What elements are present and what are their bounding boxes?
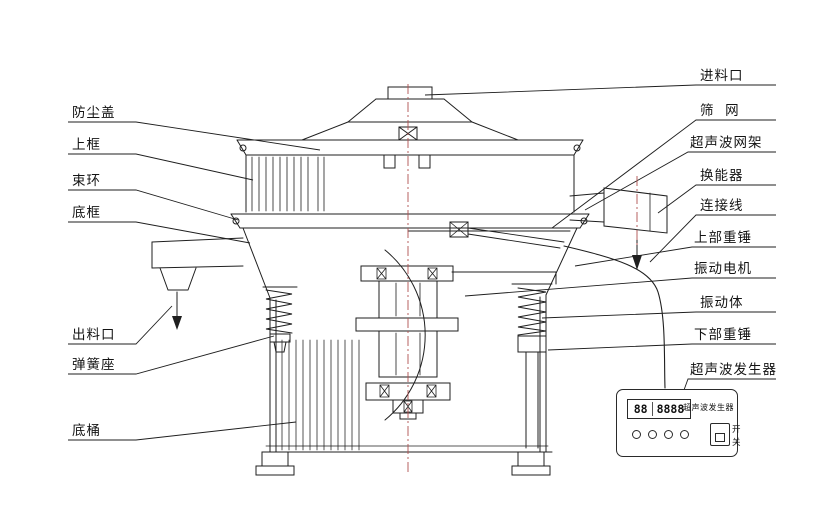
leader-discharge-outlet	[68, 305, 173, 345]
lower-weight-block	[517, 335, 547, 353]
label-upper-frame: 上框	[72, 137, 101, 153]
right-spring	[451, 271, 557, 449]
indicator-knob-4	[680, 430, 689, 439]
dust-cover	[236, 86, 584, 169]
leader-bottom-frame	[68, 221, 251, 244]
power-switch	[710, 423, 730, 446]
leader-lines	[68, 84, 776, 441]
label-spring-seat: 弹簧座	[72, 357, 116, 373]
leader-screen-mesh	[551, 119, 776, 229]
leader-lower-weight	[547, 343, 776, 351]
generator-digital-display: 88 8888	[627, 399, 691, 419]
leader-spring-seat	[68, 335, 275, 375]
label-transducer: 换能器	[700, 168, 744, 184]
leader-vibration-motor	[464, 277, 776, 297]
display-digits-hours: 88	[633, 402, 648, 416]
base-feet	[255, 451, 551, 476]
label-screen-mesh: 筛 网	[700, 103, 740, 119]
clamp-ring	[230, 213, 590, 229]
label-ultrasonic-mesh-frame: 超声波网架	[690, 135, 763, 151]
switch-off-label: 关	[732, 438, 741, 448]
leader-mesh-frame	[584, 151, 776, 211]
leader-bottom-barrel	[68, 421, 297, 441]
label-discharge-outlet: 出料口	[72, 327, 116, 343]
label-connecting-wire: 连接线	[700, 198, 744, 214]
label-bottom-barrel: 底桶	[72, 423, 101, 439]
indicator-knob-1	[632, 430, 641, 439]
flow-arrows	[172, 239, 642, 330]
bottom-barrel	[261, 294, 553, 453]
generator-panel-label: 超声波发生器	[683, 403, 734, 412]
leader-upper-frame	[68, 153, 254, 181]
label-clamp-ring: 束环	[72, 173, 101, 189]
ultrasonic-generator-panel: 88 8888 超声波发生器 开 关	[616, 389, 741, 457]
generator-indicator-row	[632, 430, 689, 439]
label-upper-weight: 上部重锤	[694, 230, 752, 246]
screen-mesh	[407, 221, 571, 249]
display-digits-frequency: 8888	[651, 402, 684, 416]
connecting-wire	[563, 245, 666, 389]
centerlines	[407, 84, 638, 474]
machine-drawing	[151, 86, 668, 476]
leader-ultrasonic-generator	[683, 378, 776, 391]
leader-dust-cover	[68, 121, 321, 151]
label-lower-weight: 下部重锤	[694, 327, 752, 343]
left-spring	[262, 286, 298, 353]
label-feed-inlet: 进料口	[700, 68, 744, 84]
discharge-outlet	[151, 237, 244, 291]
label-vibration-body: 振动体	[700, 295, 744, 311]
label-bottom-frame: 底框	[72, 205, 101, 221]
cutaway	[384, 249, 426, 421]
switch-on-label: 开	[732, 425, 741, 435]
label-dust-cover: 防尘盖	[72, 105, 116, 121]
leader-connecting-wire	[649, 214, 776, 263]
vibration-motor	[355, 265, 459, 420]
transducer-arrow-head	[632, 255, 642, 270]
leader-clamp-ring	[68, 189, 239, 221]
leader-vibration-body	[541, 311, 776, 319]
transducer-assembly	[569, 187, 668, 234]
upper-weight-plate	[360, 265, 454, 282]
leader-transducer	[657, 184, 776, 214]
indicator-knob-3	[664, 430, 673, 439]
power-switch-rocker	[715, 433, 725, 442]
discharge-arrow-head	[172, 316, 182, 330]
upper-frame	[245, 154, 575, 213]
indicator-knob-2	[648, 430, 657, 439]
label-vibration-motor: 振动电机	[694, 261, 752, 277]
label-ultrasonic-generator: 超声波发生器	[690, 362, 777, 378]
leader-feed-inlet	[424, 84, 776, 96]
